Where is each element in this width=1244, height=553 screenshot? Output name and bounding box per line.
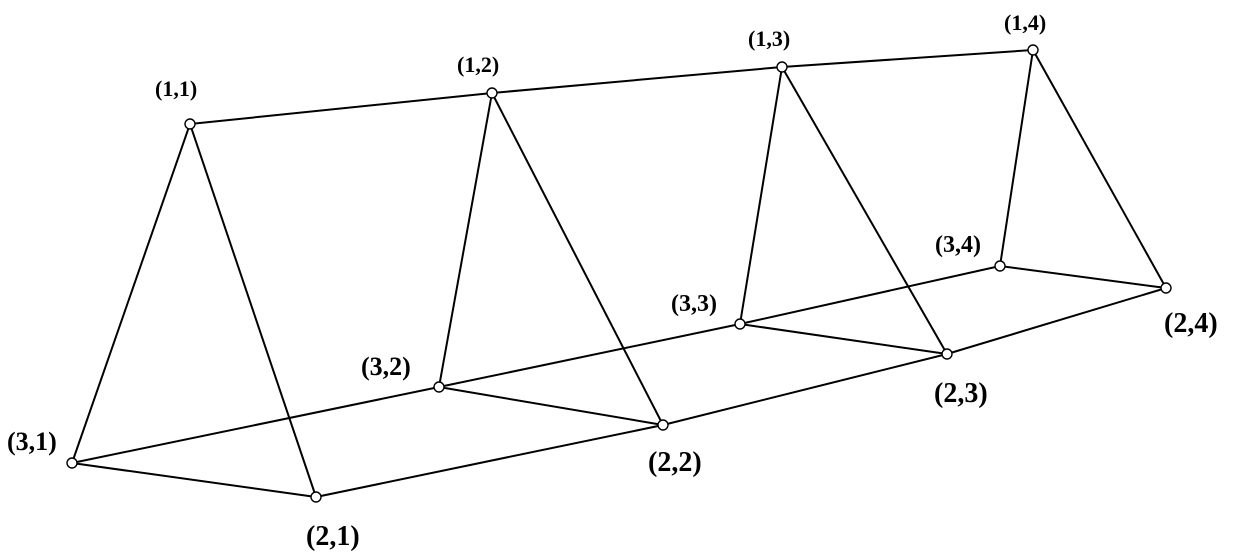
- edge-23-33: [739, 323, 948, 355]
- vertex-1-2: [486, 87, 498, 99]
- edge-14-24: [1032, 49, 1167, 289]
- vertex-3-1: [66, 457, 78, 469]
- edge-31-32: [71, 386, 440, 464]
- vertex-3-3: [734, 318, 746, 330]
- edge-32-33: [438, 323, 741, 388]
- edge-21-31: [71, 462, 317, 498]
- vertex-1-4: [1027, 44, 1039, 56]
- label-3-1: (3,1): [7, 427, 57, 456]
- vertex-3-2: [433, 381, 445, 393]
- vertex-1-1: [184, 118, 196, 130]
- edge-14-34: [999, 49, 1034, 267]
- label-3-4: (3,4): [935, 232, 981, 258]
- vertices-layer: [66, 44, 1172, 503]
- edge-13-14: [781, 49, 1034, 68]
- edge-13-23: [781, 66, 948, 355]
- vertex-1-3: [776, 61, 788, 73]
- edge-21-22: [315, 424, 664, 498]
- edge-12-32: [438, 92, 493, 388]
- label-1-2: (1,2): [457, 52, 499, 77]
- edge-33-34: [739, 265, 1001, 325]
- vertex-2-1: [310, 491, 322, 503]
- label-3-3: (3,3): [671, 291, 717, 317]
- label-2-4: (2,4): [1164, 308, 1218, 339]
- label-2-1: (2,1): [306, 521, 360, 552]
- edge-22-23: [662, 353, 948, 426]
- vertex-2-4: [1160, 282, 1172, 294]
- edge-11-12: [189, 92, 493, 125]
- vertex-2-2: [657, 419, 669, 431]
- edge-23-24: [946, 287, 1167, 355]
- edges-layer: [71, 49, 1167, 498]
- edge-12-22: [491, 92, 664, 426]
- label-1-4: (1,4): [1004, 10, 1046, 35]
- edge-11-21: [189, 123, 317, 498]
- vertex-2-3: [941, 348, 953, 360]
- vertex-3-4: [994, 260, 1006, 272]
- edge-11-31: [71, 123, 191, 464]
- edge-24-34: [999, 265, 1167, 289]
- label-3-2: (3,2): [361, 352, 411, 381]
- label-1-3: (1,3): [748, 26, 790, 51]
- edge-12-13: [491, 66, 783, 94]
- label-2-2: (2,2): [648, 447, 702, 478]
- labels-layer: (1,1) (1,2) (1,3) (1,4) (2,1) (2,2) (2,3…: [7, 10, 1218, 552]
- label-1-1: (1,1): [155, 76, 197, 101]
- edge-22-32: [438, 386, 664, 426]
- edge-13-33: [739, 66, 783, 325]
- label-2-3: (2,3): [934, 378, 988, 409]
